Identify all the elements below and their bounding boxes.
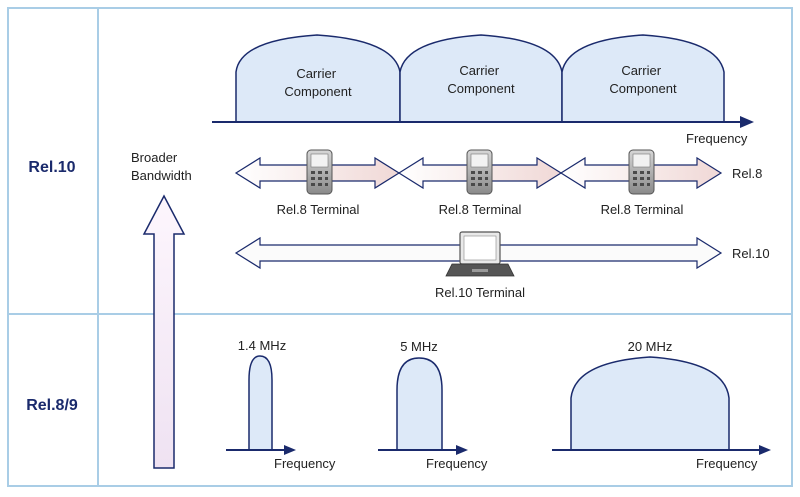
bandwidth-label-1-4mhz: 1.4 MHz xyxy=(238,338,286,353)
rel8-terminal-label-1: Rel.8 Terminal xyxy=(277,202,360,217)
laptop-icon xyxy=(445,231,515,277)
carrier-component-2 xyxy=(399,34,563,123)
carrier-20mhz xyxy=(552,356,771,455)
carrier-label-2: Carrier Component xyxy=(447,63,515,96)
rel8-terminal-label-3: Rel.8 Terminal xyxy=(601,202,684,217)
rel8-terminal-label-2: Rel.8 Terminal xyxy=(439,202,522,217)
bandwidth-label-5mhz: 5 MHz xyxy=(400,339,438,354)
phone-icon xyxy=(466,149,493,195)
phone-icon xyxy=(306,149,333,195)
carrier-component-3 xyxy=(561,34,725,123)
row-label-rel89: Rel.8/9 xyxy=(26,397,78,414)
frequency-label-1-4mhz: Frequency xyxy=(274,456,336,471)
carrier-components xyxy=(235,34,725,123)
broader-bandwidth-label: Broader Bandwidth xyxy=(131,150,192,183)
carrier-5mhz xyxy=(378,357,468,455)
carrier-label-1: Carrier Component xyxy=(284,66,352,99)
carrier-component-1 xyxy=(235,34,401,123)
bandwidth-label-20mhz: 20 MHz xyxy=(628,339,673,354)
row-label-rel10: Rel.10 xyxy=(28,159,75,176)
rel10-frequency-label: Frequency xyxy=(686,131,748,146)
carrier-1-4mhz xyxy=(226,355,296,455)
rel10-tag: Rel.10 xyxy=(732,246,770,261)
frequency-label-5mhz: Frequency xyxy=(426,456,488,471)
frequency-label-20mhz: Frequency xyxy=(696,456,758,471)
rel8-tag: Rel.8 xyxy=(732,166,762,181)
phone-icon xyxy=(628,149,655,195)
carrier-label-3: Carrier Component xyxy=(609,63,677,96)
broader-bandwidth-arrow xyxy=(142,194,186,469)
rel10-frequency-axis xyxy=(212,116,754,128)
rel10-terminal-label: Rel.10 Terminal xyxy=(435,285,525,300)
